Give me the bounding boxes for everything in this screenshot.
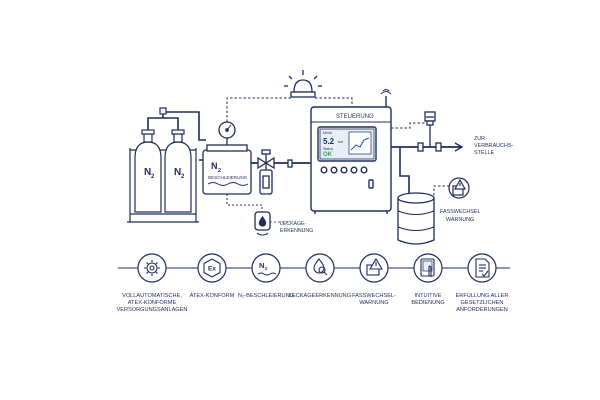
- blanketing-unit-label: BESCHLEIERUNG: [208, 175, 248, 180]
- display-unit: bar: [338, 140, 344, 144]
- feature-1-line-1: VOLLAUTOMATISCHE,: [122, 293, 182, 299]
- svg-text:N: N: [259, 261, 264, 270]
- feature-6-line-2: BEDIENUNG: [411, 300, 444, 306]
- leak-detection-label-1: LECKAGE-: [280, 221, 307, 227]
- nitrogen-cylinder-rack: [127, 107, 206, 223]
- blanketing-unit-n2-sub: 2: [218, 168, 221, 174]
- ex-icon-text: Ex: [208, 266, 216, 273]
- control-button-2[interactable]: [330, 166, 338, 174]
- feature-leak-detection: LECKAGEERKENNUNG: [289, 253, 351, 299]
- consumer-label-3: STELLE: [474, 150, 494, 156]
- feature-n2-blanketing: N 2 N₂-BESCHLEIERUNG: [238, 253, 294, 299]
- control-cabinet-title: STEUERUNG: [336, 114, 374, 120]
- consumer-label-2: VERBRAUCHS-: [474, 143, 513, 149]
- feature-drum-warning: FASSWECHSEL- WARNUNG: [352, 253, 396, 306]
- water-drop-icon: [258, 215, 267, 227]
- feature-3-line-1: N₂-BESCHLEIERUNG: [238, 293, 294, 299]
- drum-warning-label-1: FASSWECHSEL: [440, 209, 480, 215]
- feature-automatic: VOLLAUTOMATISCHE, ATEX-KONFORME VERSORGU…: [117, 253, 188, 313]
- display-status-ok: OK: [323, 152, 333, 158]
- feature-6-line-1: INTUITIVE: [414, 293, 441, 299]
- filter-valve: [251, 149, 312, 195]
- drum-warning-icon: [366, 257, 383, 276]
- cylinder-1-label: N: [144, 167, 151, 178]
- control-button-1[interactable]: [320, 166, 328, 174]
- display-trend-line: [350, 137, 370, 151]
- display-status-label: Status: [323, 147, 333, 151]
- feature-1-line-2: ATEX-KONFORME: [128, 300, 177, 306]
- feature-4-line-1: LECKAGEERKENNUNG: [289, 293, 351, 299]
- control-button-4[interactable]: [350, 166, 358, 174]
- outlet-pipeline: [391, 111, 464, 152]
- cylinder-2-label-sub: 2: [181, 174, 185, 180]
- feature-2-line-1: ATEX-KONFORM: [190, 293, 235, 299]
- feature-compliance: ERFÜLLUNG ALLER GESETZLICHEN ANFORDERUNG…: [456, 253, 509, 313]
- drum-change-warning-icon: [448, 177, 470, 199]
- leak-icon: [313, 258, 328, 276]
- display-trend-panel: [348, 131, 372, 155]
- control-button-5[interactable]: [360, 166, 368, 174]
- drum-supply-pipe: [399, 147, 410, 195]
- feature-5-line-1: FASSWECHSEL-: [352, 293, 396, 299]
- feature-7-line-1: ERFÜLLUNG ALLER: [456, 292, 509, 299]
- feature-atex: Ex ATEX-KONFORM: [190, 253, 235, 299]
- n2-icon: N 2: [257, 261, 277, 276]
- display-value: 5.2: [323, 137, 335, 146]
- control-button-3[interactable]: [340, 166, 348, 174]
- leak-detection-label-2: ERKENNUNG: [280, 228, 313, 234]
- consumer-label-1: ZUR: [474, 136, 485, 142]
- feature-7-line-3: ANFORDERUNGEN: [456, 307, 508, 313]
- leak-sensor: [254, 211, 271, 236]
- cylinder-2-label: N: [174, 167, 181, 178]
- drum-warning-label-2: WARNUNG: [446, 217, 474, 223]
- cylinder-1-label-sub: 2: [151, 174, 155, 180]
- drum: [397, 192, 435, 245]
- ex-icon: [203, 258, 221, 278]
- svg-text:2: 2: [265, 266, 268, 271]
- gear-icon: [144, 260, 160, 276]
- feature-1-line-3: VERSORGUNGSANLAGEN: [117, 307, 188, 313]
- document-icon: [475, 258, 490, 278]
- touch-icon: [420, 258, 435, 277]
- display-metric-label: Menü: [323, 131, 332, 135]
- alarm-beacon-icon: [284, 70, 322, 98]
- nitrogen-cylinder-1: [134, 129, 162, 213]
- feature-5-line-2: WARNUNG: [359, 300, 388, 306]
- cabinet-handle: [368, 179, 374, 189]
- blanketing-unit-n2: N: [211, 161, 218, 171]
- feature-7-line-2: GESETZLICHEN: [461, 300, 504, 306]
- nitrogen-cylinder-2: [164, 129, 192, 213]
- n2-blanketing-unit: [202, 121, 252, 195]
- feature-intuitive: INTUITIVE BEDIENUNG: [411, 253, 445, 306]
